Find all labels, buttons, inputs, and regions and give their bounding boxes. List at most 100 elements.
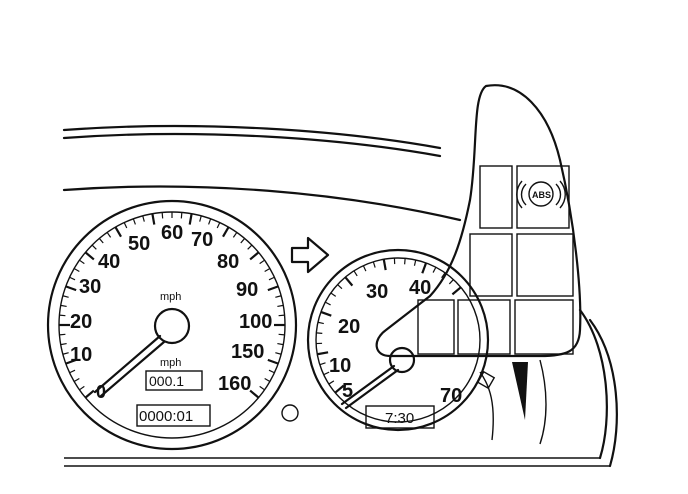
dashboard-inner-hood	[62, 185, 462, 222]
abs-warning-icon: ABS	[516, 180, 566, 209]
gauge2-tick	[317, 351, 329, 356]
gauge2-tick	[441, 272, 446, 279]
speedo-tick	[267, 358, 279, 365]
speedo-tick	[249, 389, 260, 399]
gauge2-tick	[404, 258, 406, 265]
dashboard-right-edge	[578, 308, 608, 460]
speedo-label-50: 50	[128, 233, 150, 255]
speedo-tick	[91, 244, 97, 250]
gauge2-label-5: 5	[342, 380, 353, 402]
light-cell-7	[514, 299, 574, 355]
right-gauge-arc-2	[539, 359, 547, 445]
trip-odometer-box	[145, 370, 203, 391]
gauge2-label-40: 40	[409, 277, 431, 299]
gauge2-tick	[317, 321, 324, 325]
speedo-tick	[188, 213, 193, 225]
right-arrow-icon	[290, 236, 330, 274]
gauge2-label-20: 20	[338, 316, 360, 338]
speedo-tick	[69, 369, 76, 374]
light-cell-1	[479, 165, 513, 229]
abs-label: ABS	[532, 190, 551, 200]
speedo-tick	[142, 215, 145, 222]
second-gauge-hub	[388, 346, 416, 374]
speedo-tick	[278, 314, 285, 317]
gauge2-tick	[319, 362, 326, 366]
speedo-tick	[180, 212, 183, 219]
second-gauge-ticks	[316, 258, 462, 394]
gauge2-tick	[362, 265, 367, 272]
speedo-tick	[275, 352, 282, 355]
light-cell-6	[457, 299, 511, 355]
speedo-tick	[277, 342, 284, 346]
gauge2-tick	[316, 332, 323, 334]
speedo-tick	[151, 213, 156, 225]
light-cell-5	[417, 299, 455, 355]
speedo-tick	[275, 295, 282, 298]
speedo-tick	[268, 369, 275, 374]
speedo-tick	[199, 215, 202, 222]
speedometer-hub	[153, 307, 191, 345]
speedo-tick	[60, 342, 67, 346]
second-gauge-face	[315, 257, 481, 423]
gauge2-tick	[353, 270, 358, 277]
speedo-tick	[123, 222, 128, 229]
second-gauge-needle	[340, 364, 400, 410]
odometer-box	[136, 404, 211, 427]
gauge2-tick	[328, 380, 335, 385]
second-gauge: 5 10 20 30 40 70 7:30	[306, 248, 490, 432]
odometer-value: 0000:01	[139, 408, 193, 425]
speedo-tick	[79, 259, 85, 265]
speedo-tick	[62, 352, 69, 355]
gauge2-tick	[344, 276, 354, 287]
gauge2-tick	[432, 266, 437, 273]
warning-panel-outline	[375, 84, 582, 358]
speedo-label-10: 10	[70, 344, 92, 366]
second-gauge-bezel	[306, 248, 490, 432]
dashboard-outer-hood	[62, 124, 442, 150]
speedo-tick	[249, 251, 260, 261]
speedo-tick	[232, 232, 238, 238]
speedo-tick	[240, 238, 246, 244]
gauge2-tick	[421, 262, 428, 274]
speedo-tick	[277, 304, 284, 308]
speedo-tick	[216, 222, 221, 229]
gauge2-tick	[451, 286, 462, 296]
speedo-tick	[84, 389, 95, 399]
gauge2-tick	[323, 371, 330, 376]
speedo-tick	[264, 377, 271, 383]
speedo-tick	[259, 385, 265, 391]
gauge2-tick	[413, 259, 417, 266]
speedo-label-20: 20	[70, 311, 92, 333]
speedo-tick	[114, 226, 122, 238]
gauge2-tick	[372, 261, 376, 268]
speedo-tick	[65, 358, 77, 365]
right-gauge-arc	[479, 371, 494, 441]
speedo-label-0: 0	[96, 382, 106, 402]
light-cell-3	[469, 233, 513, 297]
speedo-tick	[247, 244, 253, 250]
gauge2-tick	[334, 384, 345, 394]
speedo-label-100: 100	[239, 311, 272, 333]
speedo-tick	[98, 238, 104, 244]
warning-light-panel: ABS	[375, 84, 582, 358]
gauge2-tick	[448, 279, 454, 285]
gauge2-tick	[330, 292, 337, 297]
speedo-tick	[65, 285, 77, 292]
speedo-unit-bottom: mph	[160, 357, 181, 369]
dashboard-right-edge-2	[588, 318, 618, 468]
speedo-label-40: 40	[98, 251, 120, 273]
speedo-tick	[259, 259, 265, 265]
speedo-unit-top: mph	[160, 291, 181, 303]
gauge2-label-70: 70	[440, 385, 462, 407]
speedo-tick	[69, 276, 76, 281]
gauge2-tick	[320, 310, 332, 317]
gauge2-tick	[337, 284, 343, 290]
speedometer-scale: 10 20 30 40 50 60 70 80 90 100 150 160 0	[70, 222, 272, 402]
fuel-marker	[476, 370, 496, 390]
speedo-tick	[264, 267, 271, 273]
gauge2-tick	[324, 301, 331, 306]
speedo-tick	[84, 251, 95, 261]
speedo-tick	[267, 285, 279, 292]
speedo-label-60: 60	[161, 222, 183, 244]
light-cell-4	[516, 233, 574, 297]
